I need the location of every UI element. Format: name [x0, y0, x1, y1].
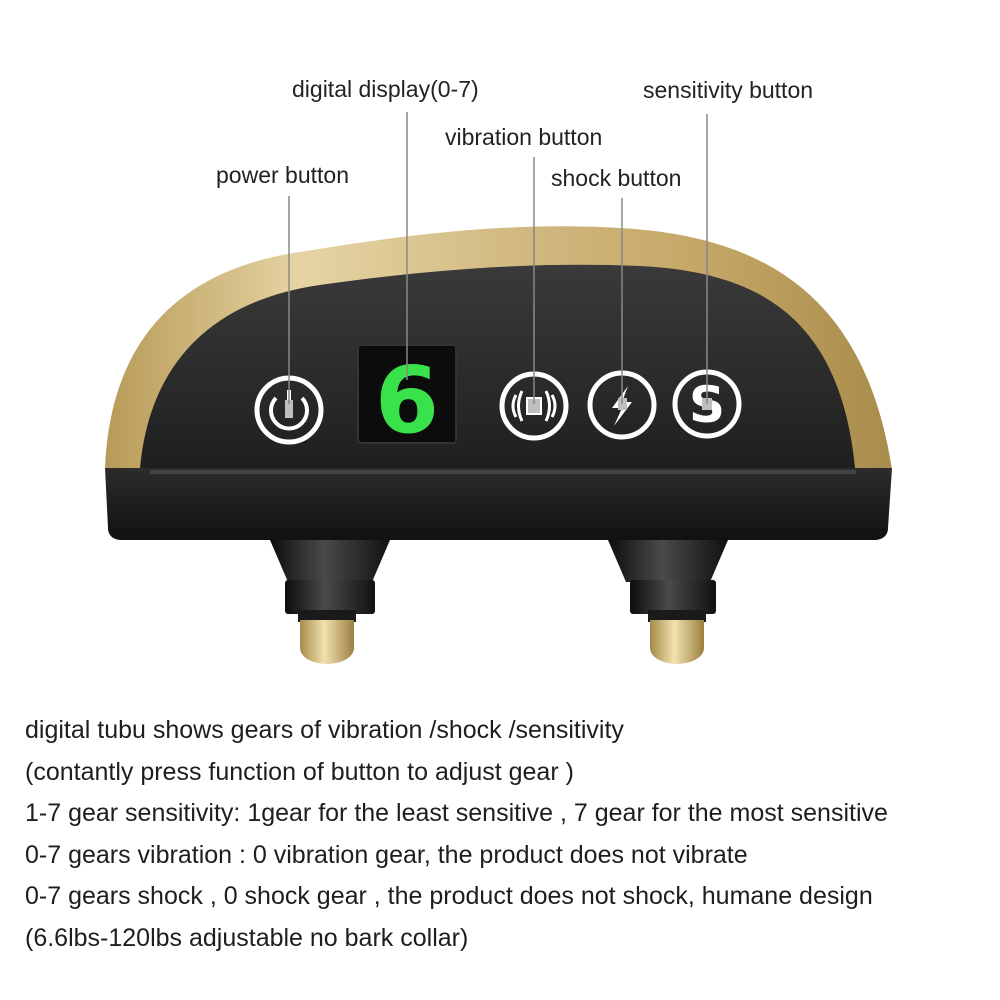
description: digital tubu shows gears of vibration /s… — [25, 710, 995, 959]
left-probe — [270, 540, 390, 664]
vibration-icon — [511, 390, 557, 422]
power-button-label: power button — [216, 162, 349, 188]
description-line: 0-7 gears shock , 0 shock gear , the pro… — [25, 882, 873, 910]
description-line: digital tubu shows gears of vibration /s… — [25, 716, 624, 744]
description-line: (6.6lbs-120lbs adjustable no bark collar… — [25, 923, 469, 952]
sensitivity-button-label: sensitivity button — [643, 77, 814, 103]
description-line: 0-7 gears vibration : 0 vibration gear, … — [25, 840, 748, 869]
description-line: (contantly press function of button to a… — [25, 757, 574, 786]
power-icon — [269, 396, 309, 431]
right-probe — [608, 540, 728, 664]
shock-button-label: shock button — [551, 165, 682, 191]
leader-lines — [288, 112, 708, 404]
vibration-button-label: vibration button — [445, 124, 603, 150]
description-line: 1-7 gear sensitivity: 1gear for the leas… — [25, 799, 888, 827]
digital-display-label: digital display(0-7) — [292, 76, 479, 102]
collar-device: 6 S — [105, 112, 892, 664]
device-base — [105, 468, 892, 540]
